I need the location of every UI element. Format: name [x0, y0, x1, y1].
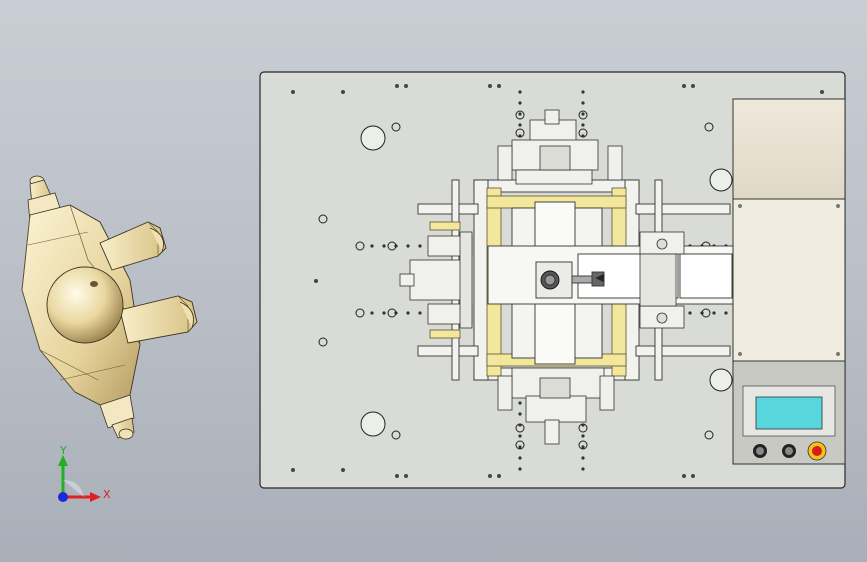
upper-cabinet	[732, 98, 846, 200]
large-holes	[360, 125, 733, 437]
hmi-screen[interactable]	[755, 396, 823, 430]
right-actuator	[639, 231, 685, 329]
x-axis-arrow	[90, 492, 101, 502]
bottom-gripper	[497, 367, 615, 445]
mounting-holes	[291, 84, 824, 478]
upper-arm	[99, 221, 167, 271]
axis-triad: Y X	[58, 444, 111, 502]
x-axis-label: X	[103, 488, 111, 501]
emergency-stop-button[interactable]	[807, 441, 827, 461]
selector-switch-1[interactable]	[753, 444, 767, 458]
middle-cabinet	[732, 198, 846, 362]
bottom-nozzle	[99, 394, 135, 440]
part-sphere	[46, 266, 124, 344]
top-gripper	[497, 109, 623, 185]
y-axis-label: Y	[59, 444, 67, 457]
selector-switch-2[interactable]	[782, 444, 796, 458]
z-axis-dot	[58, 492, 68, 502]
lower-arm	[119, 295, 198, 344]
center-carriage	[487, 201, 734, 365]
control-cabinet	[732, 98, 846, 465]
machine-assembly[interactable]	[259, 71, 846, 489]
left-actuator	[399, 231, 473, 329]
part-model[interactable]	[21, 175, 198, 440]
y-axis-arrow	[58, 455, 68, 466]
